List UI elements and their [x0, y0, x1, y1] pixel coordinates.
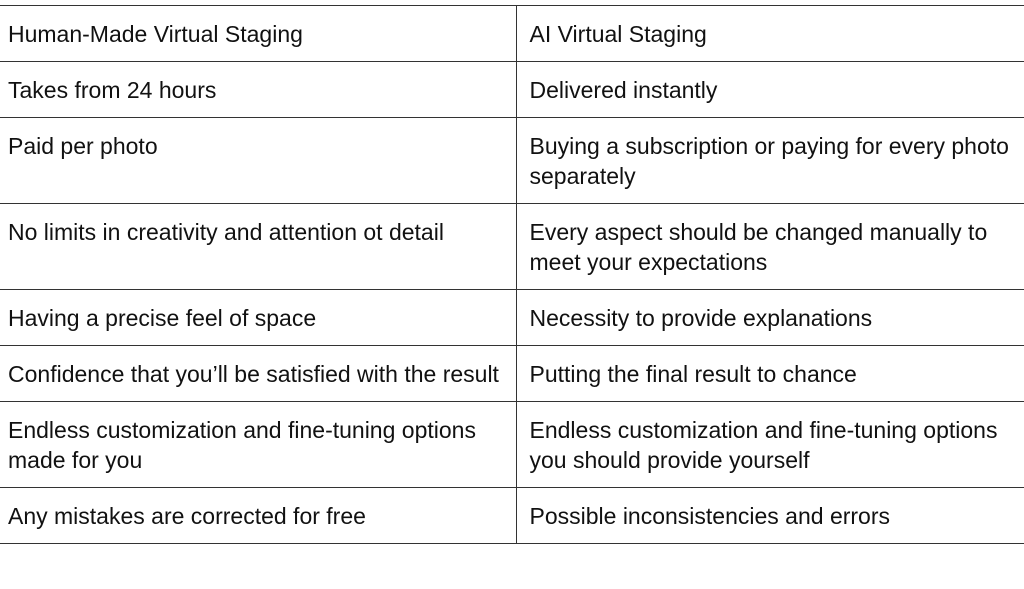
table-header-row: Human-Made Virtual Staging AI Virtual St… [0, 5, 1024, 62]
cell-human: Endless customization and fine-tuning op… [0, 401, 517, 488]
cell-human: Having a precise feel of space [0, 289, 517, 346]
cell-ai: Putting the final result to chance [515, 345, 1024, 402]
cell-human: No limits in creativity and attention ot… [0, 203, 517, 290]
table-row: Paid per photo Buying a subscription or … [0, 117, 1024, 204]
cell-ai: Buying a subscription or paying for ever… [515, 117, 1024, 204]
table-row: Confidence that you’ll be satisfied with… [0, 345, 1024, 402]
cell-ai: Endless customization and fine-tuning op… [515, 401, 1024, 488]
table-row: No limits in creativity and attention ot… [0, 203, 1024, 290]
table-row: Takes from 24 hours Delivered instantly [0, 61, 1024, 118]
cell-ai: Every aspect should be changed manually … [515, 203, 1024, 290]
table-row: Any mistakes are corrected for free Poss… [0, 487, 1024, 544]
cell-ai: Necessity to provide explanations [515, 289, 1024, 346]
header-human-made: Human-Made Virtual Staging [0, 5, 517, 62]
cell-ai: Delivered instantly [515, 61, 1024, 118]
table-row: Having a precise feel of space Necessity… [0, 289, 1024, 346]
cell-ai: Possible inconsistencies and errors [515, 487, 1024, 544]
table-row: Endless customization and fine-tuning op… [0, 401, 1024, 488]
cell-human: Confidence that you’ll be satisfied with… [0, 345, 517, 402]
comparison-table: Human-Made Virtual Staging AI Virtual St… [0, 5, 1024, 544]
cell-human: Any mistakes are corrected for free [0, 487, 517, 544]
cell-human: Takes from 24 hours [0, 61, 517, 118]
cell-human: Paid per photo [0, 117, 517, 204]
header-ai: AI Virtual Staging [515, 5, 1024, 62]
